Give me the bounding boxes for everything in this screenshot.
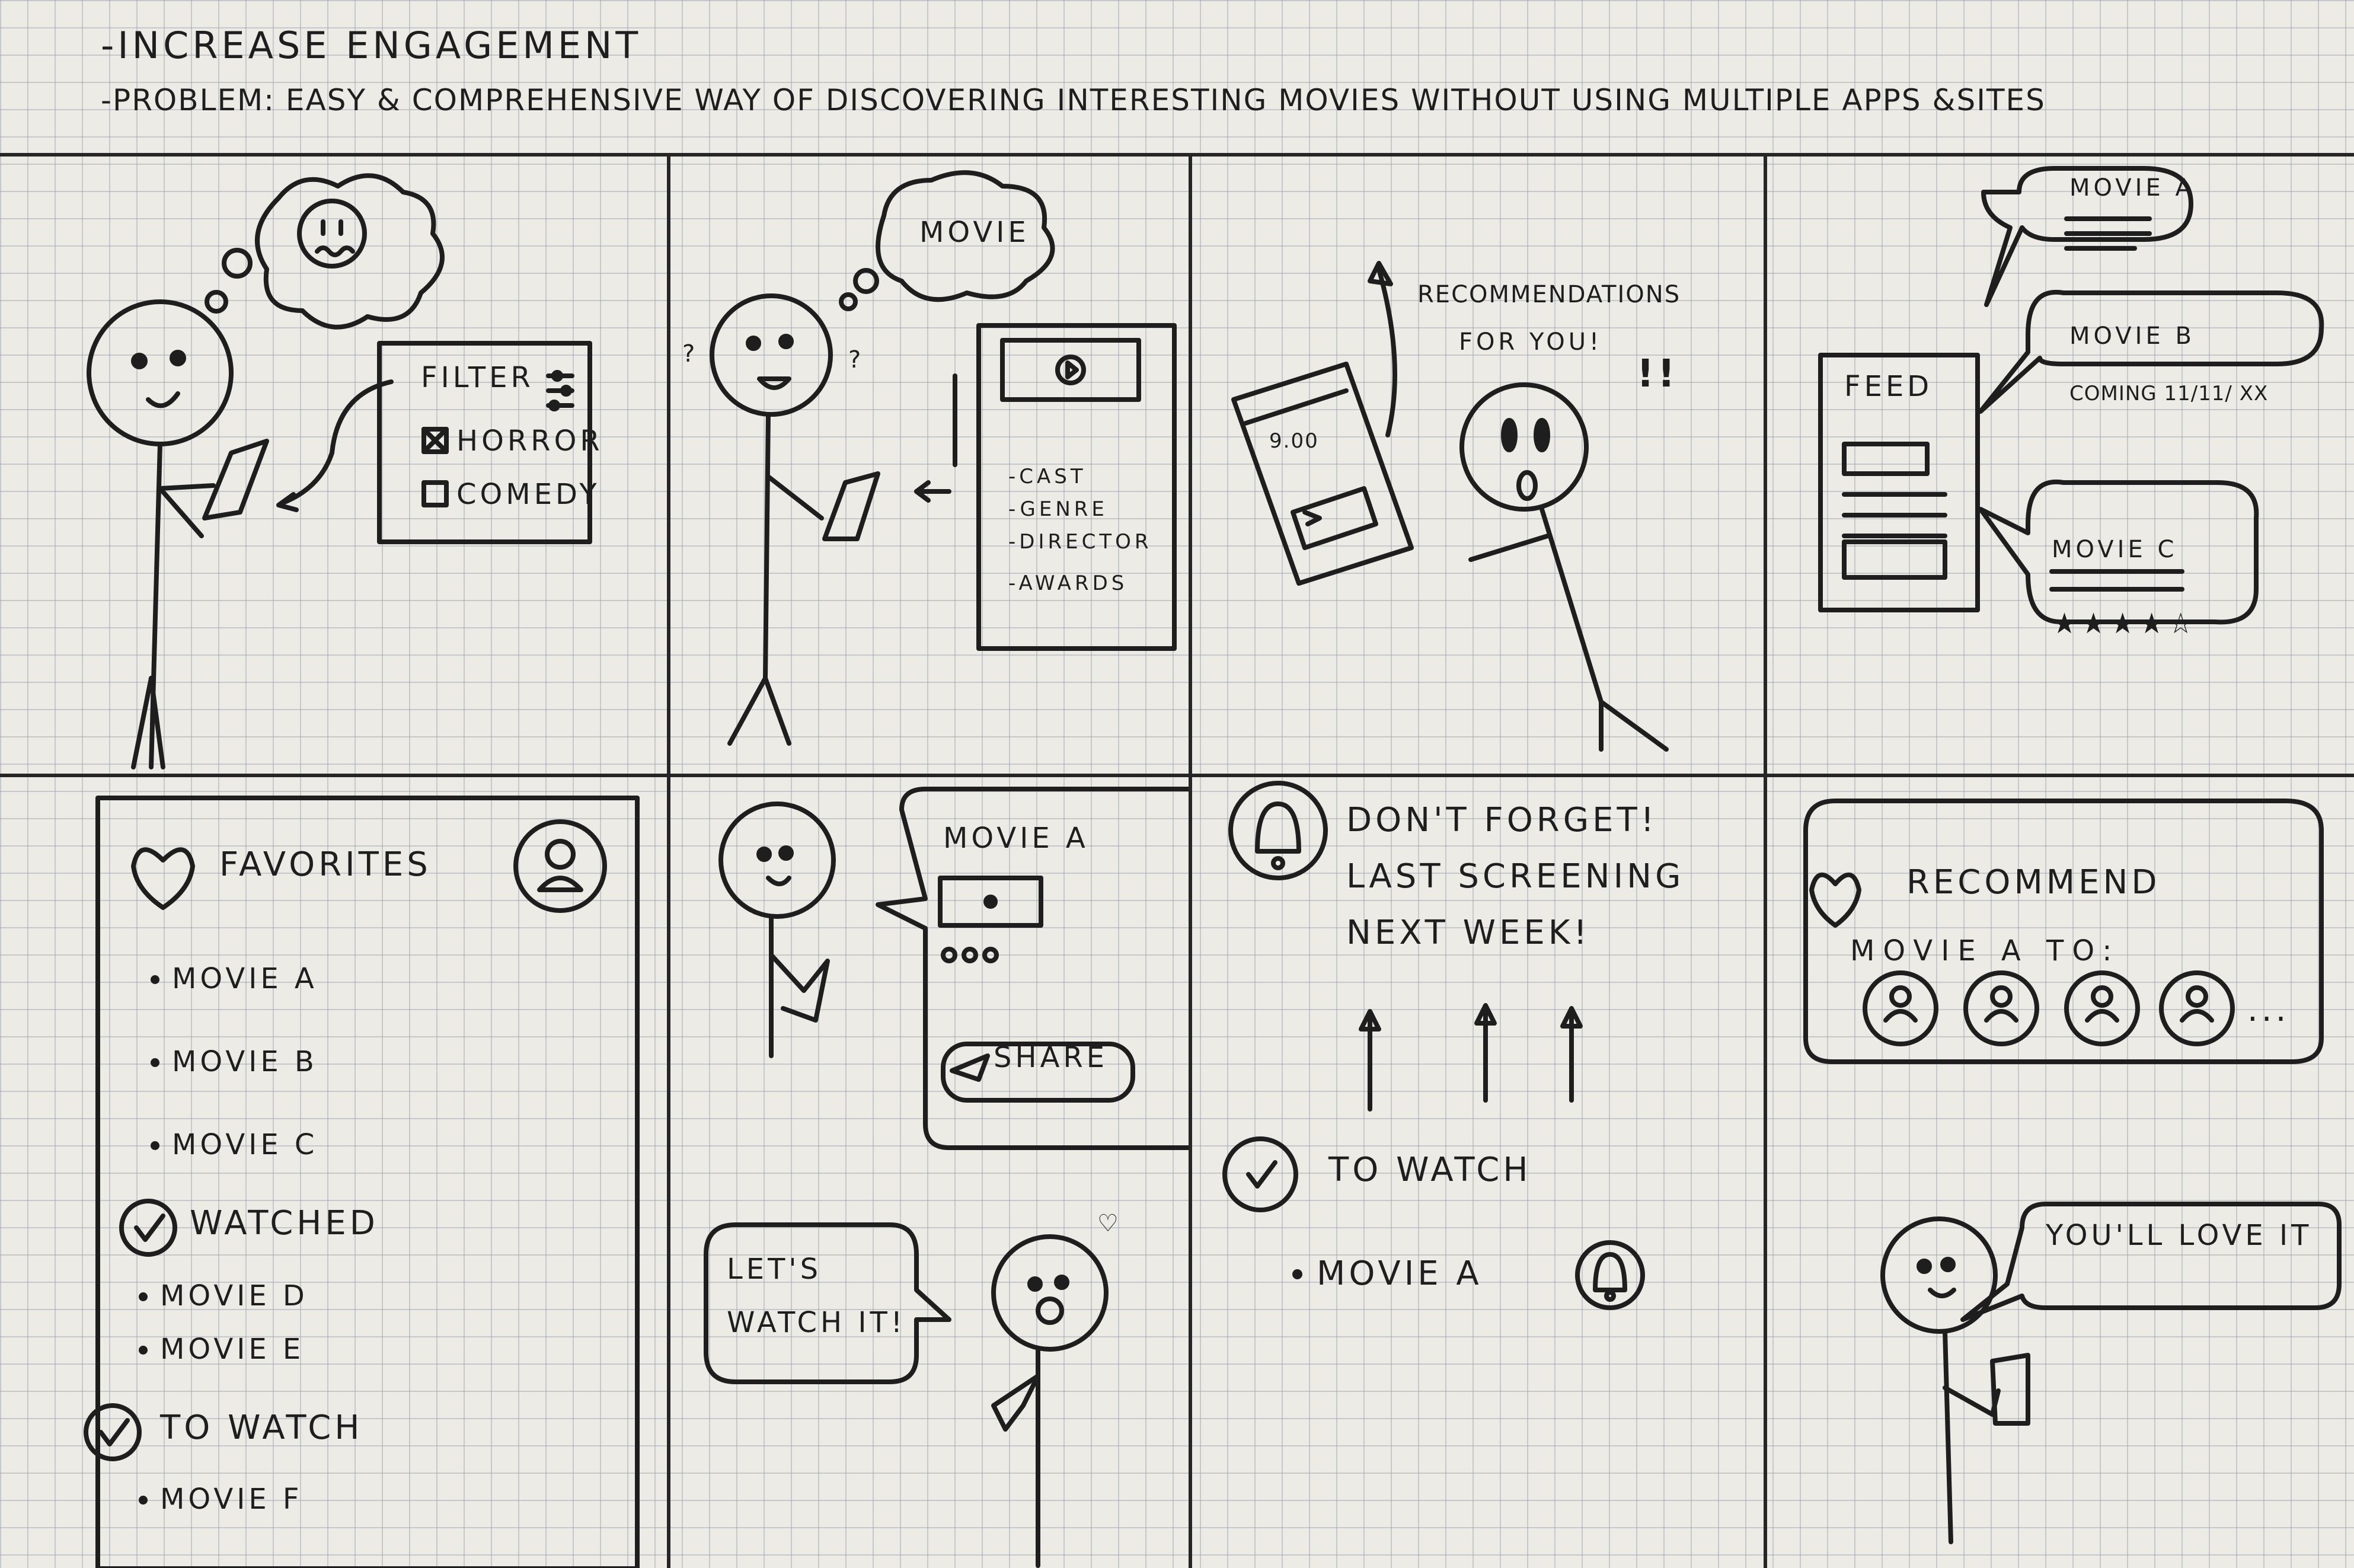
recommend-sketch — [1803, 799, 2342, 1544]
list-item[interactable]: MOVIE D — [160, 1269, 308, 1323]
panel-divider-top — [0, 153, 2354, 157]
phone-value: 9.00 — [1269, 429, 1319, 453]
filter-option-comedy[interactable]: COMEDY — [456, 478, 601, 511]
bubble-movie-a[interactable]: MOVIE A — [2069, 174, 2195, 202]
feed-sketch — [1818, 166, 2324, 625]
question-mark-left: ? — [682, 340, 699, 368]
panel-divider-middle — [0, 774, 2354, 777]
lists-sketch — [84, 796, 640, 1568]
list-item[interactable]: MOVIE E — [160, 1323, 308, 1376]
stick-figure-thinking — [710, 170, 1177, 746]
panel-recommend-friends: RECOMMEND MOVIE A TO: ... YOU'LL LOVE IT — [1767, 777, 2354, 1568]
reminder-line3: NEXT WEEK! — [1346, 914, 1590, 952]
list-item[interactable]: MOVIE F — [160, 1483, 303, 1516]
feed-title: FEED — [1844, 370, 1933, 403]
stick-figure-surprised — [1231, 261, 1669, 752]
detail-genre: -GENRE — [1008, 497, 1108, 521]
panel-reminder: DON'T FORGET! LAST SCREENING NEXT WEEK! … — [1192, 777, 1764, 1568]
favorites-title: FAVORITES — [219, 845, 432, 884]
list-item[interactable]: MOVIE B — [172, 1020, 318, 1103]
stick-figure — [87, 173, 592, 769]
callout-line2: FOR YOU! — [1459, 328, 1603, 356]
thought-movie: MOVIE — [919, 216, 1030, 249]
panel-divider-1 — [667, 153, 670, 1568]
panel-lists: FAVORITES MOVIE A MOVIE B MOVIE C WATCHE… — [0, 777, 667, 1568]
callout-line1: RECOMMENDATIONS — [1417, 281, 1681, 308]
favorites-list: MOVIE A MOVIE B MOVIE C — [148, 937, 318, 1186]
list-item[interactable]: MOVIE C — [172, 1103, 318, 1186]
to-watch-title: TO WATCH — [1328, 1151, 1532, 1189]
bubble-movie-b-date: COMING 11/11/ XX — [2069, 382, 2269, 405]
more-contacts[interactable]: ... — [2247, 991, 2290, 1029]
share-button[interactable]: SHARE — [994, 1041, 1109, 1074]
to-watch-list: MOVIE A — [1287, 1254, 1483, 1293]
share-sketch — [704, 787, 1189, 1568]
speech-youll-love-it: YOU'LL LOVE IT — [2046, 1219, 2313, 1252]
list-item[interactable]: MOVIE A — [1317, 1254, 1483, 1293]
problem-line: -PROBLEM: EASY & COMPREHENSIVE WAY OF DI… — [101, 83, 2046, 117]
star-rating: ★★★★☆ — [2052, 607, 2198, 640]
recommend-subtitle: MOVIE A TO: — [1850, 934, 2120, 967]
bubble-movie-c[interactable]: MOVIE C — [2052, 536, 2178, 563]
recommend-title: RECOMMEND — [1906, 863, 2161, 902]
reminder-line1: DON'T FORGET! — [1346, 801, 1658, 839]
exclaim-marks: !! — [1637, 352, 1679, 396]
speech-lets-watch: LET'S WATCH IT! — [727, 1253, 906, 1339]
goal-line: -INCREASE ENGAGEMENT — [101, 24, 642, 67]
list-item[interactable]: MOVIE A — [172, 937, 318, 1020]
heart-icon: ♡ — [1097, 1210, 1119, 1237]
bubble-movie-b[interactable]: MOVIE B — [2069, 322, 2195, 350]
filter-option-horror[interactable]: HORROR — [456, 424, 603, 458]
panel-divider-2 — [1189, 153, 1192, 1568]
panel-divider-3 — [1764, 153, 1767, 1568]
panel-movie-details: ? ? MOVIE -CAST -GENRE -DIRECTOR -AWARDS — [670, 157, 1189, 773]
detail-director: -DIRECTOR — [1008, 530, 1152, 554]
card-movie-title: MOVIE A — [943, 822, 1089, 855]
panel-filter: FILTER HORROR COMEDY — [0, 157, 667, 773]
panel-feed: FEED MOVIE A MOVIE B COMING 11/11/ XX MO… — [1767, 157, 2354, 773]
question-mark-right: ? — [848, 346, 865, 373]
detail-awards: -AWARDS — [1008, 571, 1128, 595]
to-watch-title: TO WATCH — [160, 1409, 363, 1447]
panel-recommendations: RECOMMENDATIONS FOR YOU! 9.00 !! — [1192, 157, 1764, 773]
reminder-line2: LAST SCREENING — [1346, 857, 1685, 896]
reminder-sketch — [1222, 781, 1645, 1310]
watched-list: MOVIE D MOVIE E — [136, 1269, 308, 1376]
filter-title: FILTER — [421, 361, 534, 394]
watched-title: WATCHED — [190, 1204, 379, 1243]
to-watch-list: MOVIE F — [136, 1483, 303, 1516]
detail-cast: -CAST — [1008, 465, 1087, 488]
panel-share: ♡ MOVIE A SHARE LET'S WATCH IT! — [670, 777, 1189, 1568]
